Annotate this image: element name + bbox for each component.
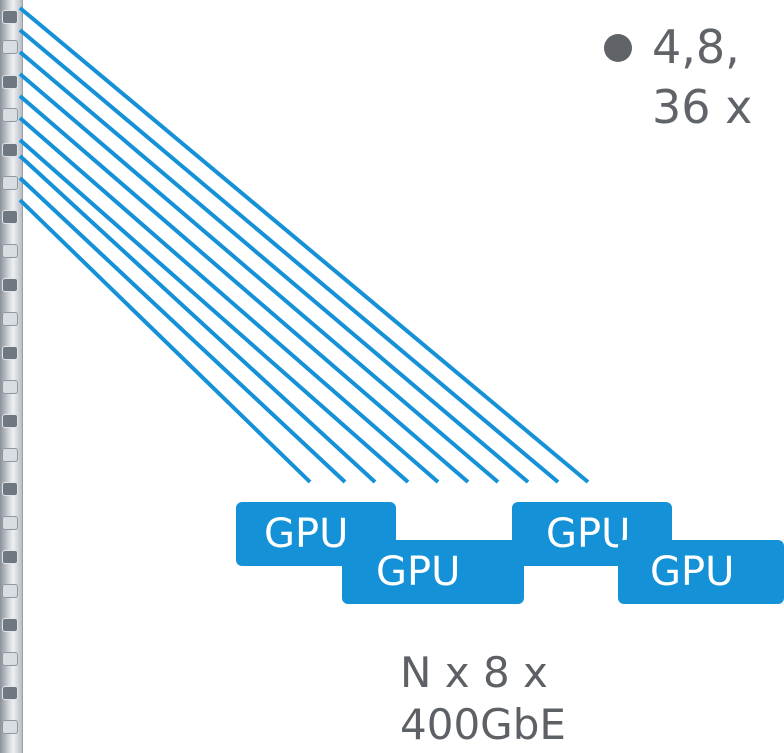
link-line [18, 6, 590, 484]
switch-port [2, 346, 18, 360]
switch-port [2, 652, 18, 666]
link-line [18, 198, 312, 484]
bullet-dot [604, 34, 632, 62]
switch-port [2, 516, 18, 530]
switch-port [2, 414, 18, 428]
switch-port [2, 448, 18, 462]
switch-port [2, 618, 18, 632]
switch-port [2, 312, 18, 326]
switch-port [2, 210, 18, 224]
link-line [18, 50, 530, 484]
switch-port [2, 244, 18, 258]
link-line [18, 138, 410, 484]
gpu-box: GPU [618, 540, 784, 604]
link-line [18, 72, 500, 484]
gpu-label: GPU [376, 549, 461, 595]
link-line [18, 28, 560, 484]
switch-rack [0, 0, 23, 753]
switch-port [2, 176, 18, 190]
switch-port [2, 550, 18, 564]
switch-port [2, 380, 18, 394]
switch-port [2, 40, 18, 54]
bullet-text-line1: 4,8, [652, 20, 740, 74]
bullet-text-line2: 36 x [652, 80, 753, 134]
bandwidth-caption-line2: 400GbE [400, 700, 566, 749]
gpu-label: GPU [264, 511, 349, 557]
link-line [18, 176, 347, 484]
switch-port [2, 108, 18, 122]
switch-port [2, 278, 18, 292]
switch-port [2, 143, 18, 157]
switch-port [2, 482, 18, 496]
gpu-box: GPU [342, 540, 524, 604]
switch-port [2, 686, 18, 700]
gpu-label: GPU [650, 549, 735, 595]
link-line [18, 94, 470, 484]
link-line [18, 154, 377, 484]
switch-port [2, 10, 18, 24]
switch-port [2, 720, 18, 734]
bandwidth-caption-line1: N x 8 x [400, 648, 548, 697]
gpu-label: GPU [546, 511, 631, 557]
switch-port [2, 75, 18, 89]
switch-port [2, 584, 18, 598]
link-line [18, 116, 440, 484]
